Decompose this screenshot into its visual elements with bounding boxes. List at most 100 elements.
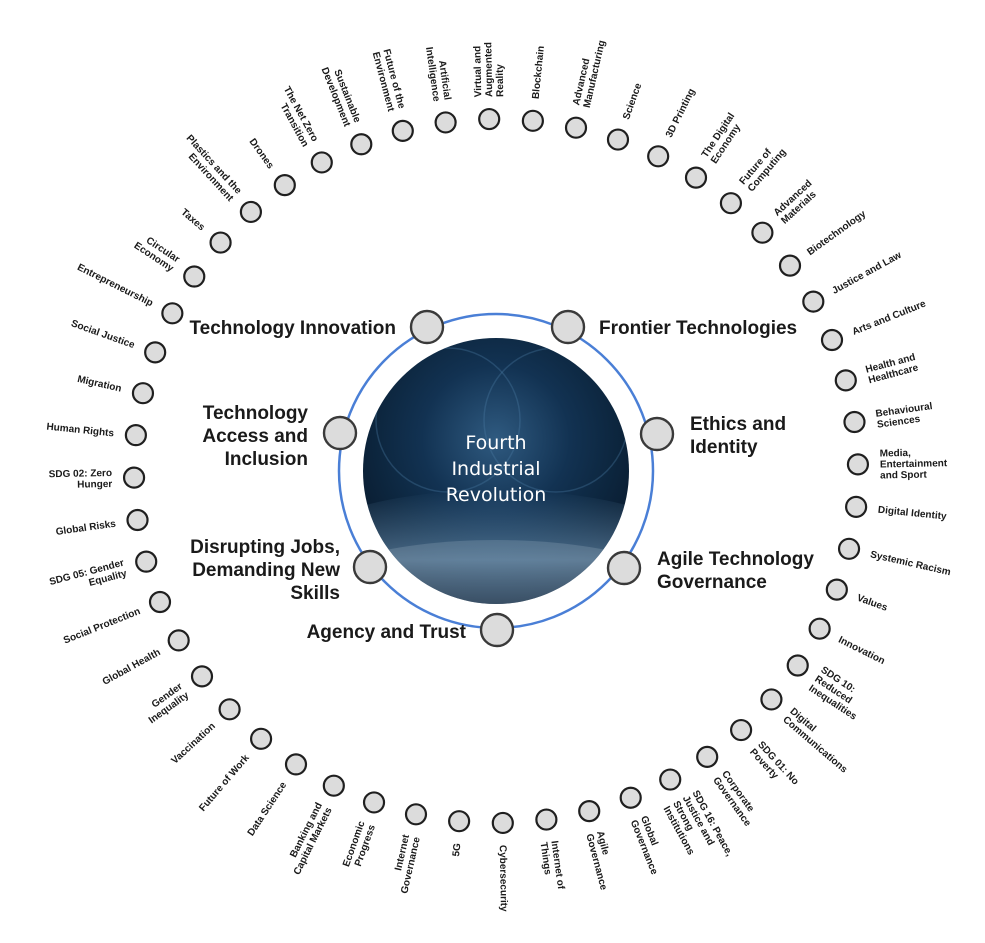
topic-circular-economy[interactable]: CircularEconomy [132, 231, 206, 288]
topic-internet-of-things[interactable]: Internet ofThings [535, 808, 566, 893]
topic-node-vaccination[interactable] [218, 698, 241, 721]
topic-node-artificial-intelligence[interactable] [434, 111, 457, 134]
topic-sdg-02-zero-hunger[interactable]: SDG 02: ZeroHunger [49, 466, 146, 492]
topic-node-cybersecurity[interactable] [491, 811, 514, 835]
topic-node-sdg-10-reduced-inequalities[interactable] [786, 654, 809, 677]
topic-node-social-justice[interactable] [144, 341, 167, 364]
topic-global-health[interactable]: Global Health [101, 629, 190, 688]
topic-science[interactable]: Science [606, 81, 644, 151]
topic-node-the-net-zero-transition[interactable] [310, 151, 333, 174]
topic-blockchain[interactable]: Blockchain [521, 45, 547, 132]
topic-node-global-risks[interactable] [126, 508, 149, 532]
topic-node-sustainable-development[interactable] [350, 133, 373, 156]
topic-future-of-computing[interactable]: Future ofComputing [719, 140, 789, 215]
topic-node-future-of-computing[interactable] [719, 192, 743, 215]
topic-node-banking-and-capital-markets[interactable] [322, 774, 345, 797]
topic-advanced-manufacturing[interactable]: AdvancedManufacturing [564, 37, 608, 139]
theme-frontier-technologies[interactable]: Frontier Technologies [550, 309, 797, 345]
topic-node-global-health[interactable] [167, 629, 190, 652]
topic-node-gender-inequality[interactable] [190, 665, 214, 688]
topic-node-internet-governance[interactable] [404, 803, 428, 826]
topic-node-future-of-work[interactable] [249, 727, 273, 750]
topic-future-of-the-environment[interactable]: Future of theEnvironment [370, 48, 414, 142]
topic-node-biotechnology[interactable] [778, 254, 802, 277]
topic-virtual-and-augmented-reality[interactable]: Virtual andAugmentedReality [472, 42, 506, 131]
topic-node-social-protection[interactable] [148, 590, 172, 614]
topic-node-justice-and-law[interactable] [802, 290, 825, 313]
theme-node-agile-technology-governance[interactable] [606, 550, 642, 586]
topic-drones[interactable]: Drones [247, 137, 296, 197]
topic-node-blockchain[interactable] [521, 109, 544, 132]
topic-node-arts-and-culture[interactable] [820, 328, 844, 352]
topic-node-the-digital-economy[interactable] [684, 166, 708, 189]
theme-node-disrupting-jobs[interactable] [352, 549, 388, 585]
topic-node-sdg-16-peace-justice-and-strong-institutions[interactable] [659, 768, 682, 791]
topic-node-taxes[interactable] [209, 231, 232, 254]
topic-human-rights[interactable]: Human Rights [46, 422, 147, 447]
topic-taxes[interactable]: Taxes [179, 207, 232, 254]
topic-node-human-rights[interactable] [124, 424, 147, 447]
topic-innovation[interactable]: Innovation [808, 617, 887, 667]
topic-node-corporate-governance[interactable] [696, 745, 719, 768]
topic-future-of-work[interactable]: Future of Work [197, 727, 273, 814]
topic-gender-inequality[interactable]: GenderInequality [140, 665, 214, 726]
theme-node-ethics-and-identity[interactable] [639, 416, 675, 452]
topic-data-science[interactable]: Data Science [246, 753, 308, 838]
theme-node-agency-and-trust[interactable] [479, 612, 515, 648]
topic-arts-and-culture[interactable]: Arts and Culture [820, 298, 928, 352]
topic-node-values[interactable] [825, 578, 848, 601]
topic-banking-and-capital-markets[interactable]: Banking andCapital Markets [282, 774, 345, 877]
topic-3d-printing[interactable]: 3D Printing [647, 87, 698, 168]
topic-internet-governance[interactable]: InternetGovernance [389, 803, 428, 895]
topic-node-sdg-05-gender-equality[interactable] [135, 550, 158, 573]
topic-node-behavioural-sciences[interactable] [843, 410, 866, 434]
topic-node-3d-printing[interactable] [647, 145, 670, 168]
topic-media-entertainment-and-sport[interactable]: Media,Entertainmentand Sport [846, 447, 948, 481]
topic-node-economic-progress[interactable] [362, 791, 386, 814]
topic-node-drones[interactable] [273, 174, 296, 197]
theme-technology-innovation[interactable]: Technology Innovation [189, 309, 445, 345]
topic-node-future-of-the-environment[interactable] [391, 119, 414, 142]
topic-cybersecurity[interactable]: Cybersecurity [491, 811, 514, 912]
topic-sdg-05-gender-equality[interactable]: SDG 05: GenderEquality [48, 550, 158, 599]
topic-global-risks[interactable]: Global Risks [55, 508, 149, 538]
topic-node-agile-governance[interactable] [578, 800, 601, 823]
topic-sdg-01-no-poverty[interactable]: SDG 01: NoPoverty [730, 718, 801, 795]
topic-agile-governance[interactable]: AgileGovernance [578, 800, 619, 892]
topic-vaccination[interactable]: Vaccination [169, 698, 241, 767]
topic-systemic-racism[interactable]: Systemic Racism [837, 537, 952, 578]
topic-global-governance[interactable]: GlobalGovernance [619, 786, 670, 877]
topic-justice-and-law[interactable]: Justice and Law [802, 250, 904, 313]
topic-behavioural-sciences[interactable]: BehaviouralSciences [843, 401, 934, 434]
topic-node-migration[interactable] [131, 382, 155, 405]
topic-node-virtual-and-augmented-reality[interactable] [478, 107, 501, 131]
topic-artificial-intelligence[interactable]: ArtificialIntelligence [423, 45, 457, 134]
theme-node-technology-innovation[interactable] [409, 309, 445, 345]
topic-social-protection[interactable]: Social Protection [62, 590, 172, 647]
topic-node-plastics-and-the-environment[interactable] [239, 200, 262, 224]
topic-node-advanced-manufacturing[interactable] [564, 116, 588, 139]
topic-node-advanced-materials[interactable] [751, 221, 774, 244]
topic-node-internet-of-things[interactable] [535, 808, 558, 831]
topic-the-net-zero-transition[interactable]: The Net ZeroTransition [271, 85, 333, 174]
topic-node-circular-economy[interactable] [183, 265, 206, 288]
topic-health-and-healthcare[interactable]: Health andHealthcare [834, 352, 920, 392]
topic-node-health-and-healthcare[interactable] [834, 369, 857, 392]
theme-node-technology-access-and-inclusion[interactable] [322, 415, 358, 451]
topic-node-digital-communications[interactable] [760, 688, 783, 711]
topic-node-innovation[interactable] [808, 617, 831, 640]
topic-advanced-materials[interactable]: AdvancedMaterials [751, 178, 822, 244]
topic-digital-identity[interactable]: Digital Identity [845, 495, 947, 523]
topic-node-global-governance[interactable] [619, 786, 642, 809]
topic-sustainable-development[interactable]: SustainableDevelopment [319, 62, 373, 156]
topic-node-science[interactable] [606, 128, 630, 151]
theme-agency-and-trust[interactable]: Agency and Trust [307, 612, 515, 648]
topic-node-entrepreneurship[interactable] [161, 302, 184, 325]
topic-node-data-science[interactable] [284, 753, 308, 776]
topic-node-5g[interactable] [448, 810, 471, 833]
theme-node-frontier-technologies[interactable] [550, 309, 586, 345]
